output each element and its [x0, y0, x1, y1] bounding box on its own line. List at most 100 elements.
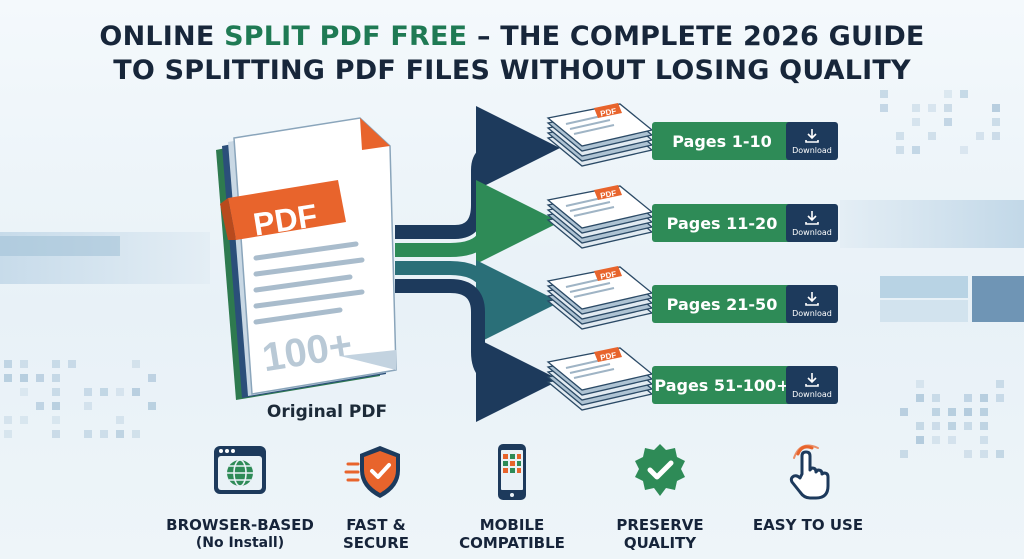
bg-pixel	[880, 90, 888, 98]
bg-pixel	[912, 118, 920, 126]
original-pdf-stack	[216, 117, 397, 400]
feature-label: BROWSER-BASED (No Install)	[166, 516, 314, 551]
download-button-3[interactable]: Download	[786, 285, 838, 323]
bg-pixel	[964, 450, 972, 458]
bg-pixel	[992, 104, 1000, 112]
bg-pixel	[896, 146, 904, 154]
chunk-pdf-badge	[594, 185, 622, 200]
hand-pointer-icon	[789, 444, 830, 500]
stack-text-line	[573, 368, 615, 379]
browser-globe-icon	[214, 446, 266, 494]
download-icon	[805, 128, 819, 143]
bg-pixel	[944, 90, 952, 98]
bg-pixel	[900, 408, 908, 416]
bg-band-left-dark	[0, 236, 120, 256]
bg-pixel	[20, 360, 28, 368]
download-button-1[interactable]: Download	[786, 122, 838, 160]
bg-pixel	[992, 132, 1000, 140]
feature-easy-to-use: EASY TO USE	[728, 440, 888, 534]
original-pdf-label: Original PDF	[266, 402, 388, 422]
bg-pixel	[964, 408, 972, 416]
chunk-stack-3: PDF	[546, 266, 654, 330]
chunk-pdf-badge	[594, 347, 622, 362]
bg-pixel	[84, 388, 92, 396]
bg-pixel	[4, 360, 12, 368]
bg-pixel	[116, 430, 124, 438]
feature-browser-based: BROWSER-BASED (No Install)	[160, 440, 320, 552]
feature-label: PRESERVE QUALITY	[616, 516, 704, 552]
chunk-pdf-badge-text: PDF	[600, 351, 618, 363]
bg-pixel	[20, 416, 28, 424]
chunk-stack-2: PDF	[546, 185, 654, 249]
bg-block-right-1	[880, 276, 968, 298]
feature-mobile: MOBILE COMPATIBLE	[432, 440, 592, 552]
download-button-4[interactable]: Download	[786, 366, 838, 404]
bg-pixel	[928, 104, 936, 112]
bg-pixel	[52, 430, 60, 438]
bg-block-right-2	[972, 276, 1024, 322]
arrow-to-chunk-3	[395, 260, 560, 344]
bg-pixel	[928, 132, 936, 140]
title-rest: – THE COMPLETE 2026 GUIDE	[467, 21, 925, 52]
bg-pixel	[944, 118, 952, 126]
bg-pixel	[84, 430, 92, 438]
download-label: Download	[792, 389, 832, 399]
bg-pixel	[68, 360, 76, 368]
feature-preserve-quality: PRESERVE QUALITY	[580, 440, 740, 552]
shield-check-icon	[344, 446, 400, 498]
bg-band-right	[840, 200, 1024, 248]
bg-pixel	[36, 402, 44, 410]
stack-text-line	[573, 287, 615, 298]
arrow-to-chunk-2	[395, 180, 560, 264]
bg-pixel	[132, 360, 140, 368]
chunk-pdf-badge	[594, 103, 622, 118]
page-title: ONLINE SPLIT PDF FREE – THE COMPLETE 202…	[0, 20, 1024, 88]
stack-text-line	[573, 124, 615, 135]
stack-text-line	[569, 282, 611, 293]
title-line2: TO SPLITTING PDF FILES WITHOUT LOSING QU…	[113, 55, 911, 86]
title-accent: SPLIT PDF FREE	[224, 21, 468, 52]
chunk-pdf-badge-text: PDF	[600, 270, 618, 282]
bg-pixel	[996, 394, 1004, 402]
bg-pixel	[948, 436, 956, 444]
bg-pixel	[980, 436, 988, 444]
bg-pixel	[20, 388, 28, 396]
bg-pixel	[4, 416, 12, 424]
bg-pixel	[996, 380, 1004, 388]
bg-pixel	[980, 394, 988, 402]
chunk-pdf-badge-text: PDF	[600, 189, 618, 201]
mobile-phone-icon	[498, 444, 526, 500]
stack-text-line	[569, 363, 611, 374]
bg-pixel	[4, 374, 12, 382]
bg-pixel	[148, 374, 156, 382]
feature-label: MOBILE COMPATIBLE	[459, 516, 565, 552]
bg-pixel	[52, 402, 60, 410]
bg-pixel	[4, 430, 12, 438]
bg-pixel	[52, 416, 60, 424]
bg-pixel	[960, 90, 968, 98]
quality-badge-icon	[635, 444, 685, 496]
download-label: Download	[792, 308, 832, 318]
download-label: Download	[792, 227, 832, 237]
download-label: Download	[792, 145, 832, 155]
chunk-pdf-badge	[594, 266, 622, 281]
stack-text-line	[573, 206, 615, 217]
download-icon	[805, 291, 819, 306]
stack-text-line	[569, 119, 611, 130]
download-icon	[805, 210, 819, 225]
bg-pixel	[944, 104, 952, 112]
bg-pixel	[132, 430, 140, 438]
bg-pixel	[996, 450, 1004, 458]
download-button-2[interactable]: Download	[786, 204, 838, 242]
bg-pixel	[976, 132, 984, 140]
bg-pixel	[52, 360, 60, 368]
bg-pixel	[148, 402, 156, 410]
bg-pixel	[100, 388, 108, 396]
bg-pixel	[20, 374, 28, 382]
bg-block-right-3	[880, 300, 968, 322]
arrow-to-chunk-4	[395, 279, 560, 422]
bg-pixel	[980, 422, 988, 430]
feature-fast-secure: FAST & SECURE	[296, 440, 456, 552]
